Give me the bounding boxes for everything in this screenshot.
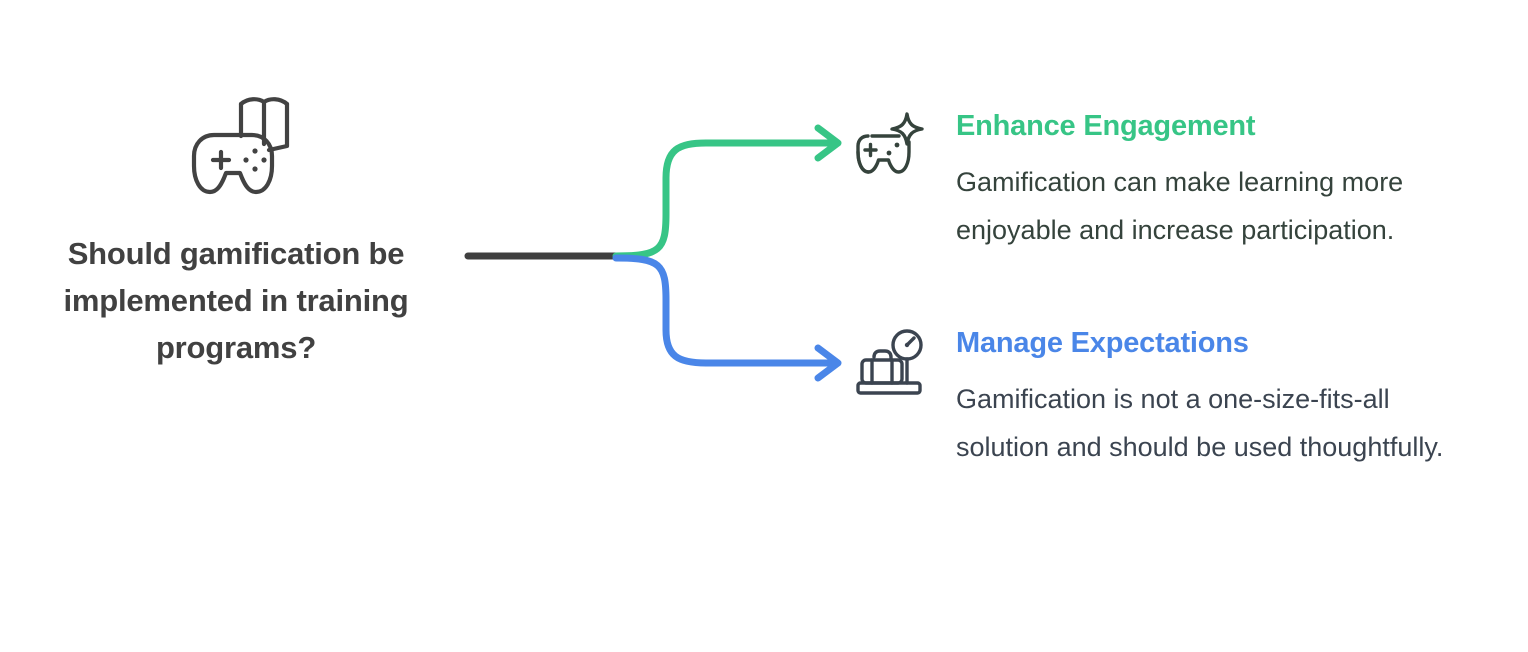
root-title: Should gamification be implemented in tr… (63, 236, 409, 366)
branch-heading-manage-expectations: Manage Expectations (956, 327, 1249, 359)
branch-connector-enhance-engagement (612, 139, 836, 260)
branch-manage-expectations: Manage Expectations Gamification is not … (852, 325, 1443, 471)
branch-connector-manage-expectations (612, 254, 836, 367)
luggage-scale-icon (856, 329, 923, 395)
branch-2-body: Manage Expectations Gamification is not … (852, 325, 1443, 471)
branch-enhance-engagement: Enhance Engagement Gamification can make… (852, 108, 1412, 254)
gamepad-sparkle-icon (856, 112, 924, 174)
branch-heading-enhance-engagement: Enhance Engagement (956, 110, 1256, 142)
branch-description-manage-expectations: Gamification is not a one-size-fits-all … (956, 384, 1444, 463)
branch-description-enhance-engagement: Gamification can make learning more enjo… (956, 167, 1404, 246)
arrowhead-enhance-engagement (814, 124, 842, 162)
arrowhead-manage-expectations (814, 344, 842, 382)
root-node: Should gamification be implemented in tr… (46, 88, 426, 371)
gamepad-book-icon (191, 97, 290, 195)
branch-1-body: Enhance Engagement Gamification can make… (852, 108, 1412, 254)
